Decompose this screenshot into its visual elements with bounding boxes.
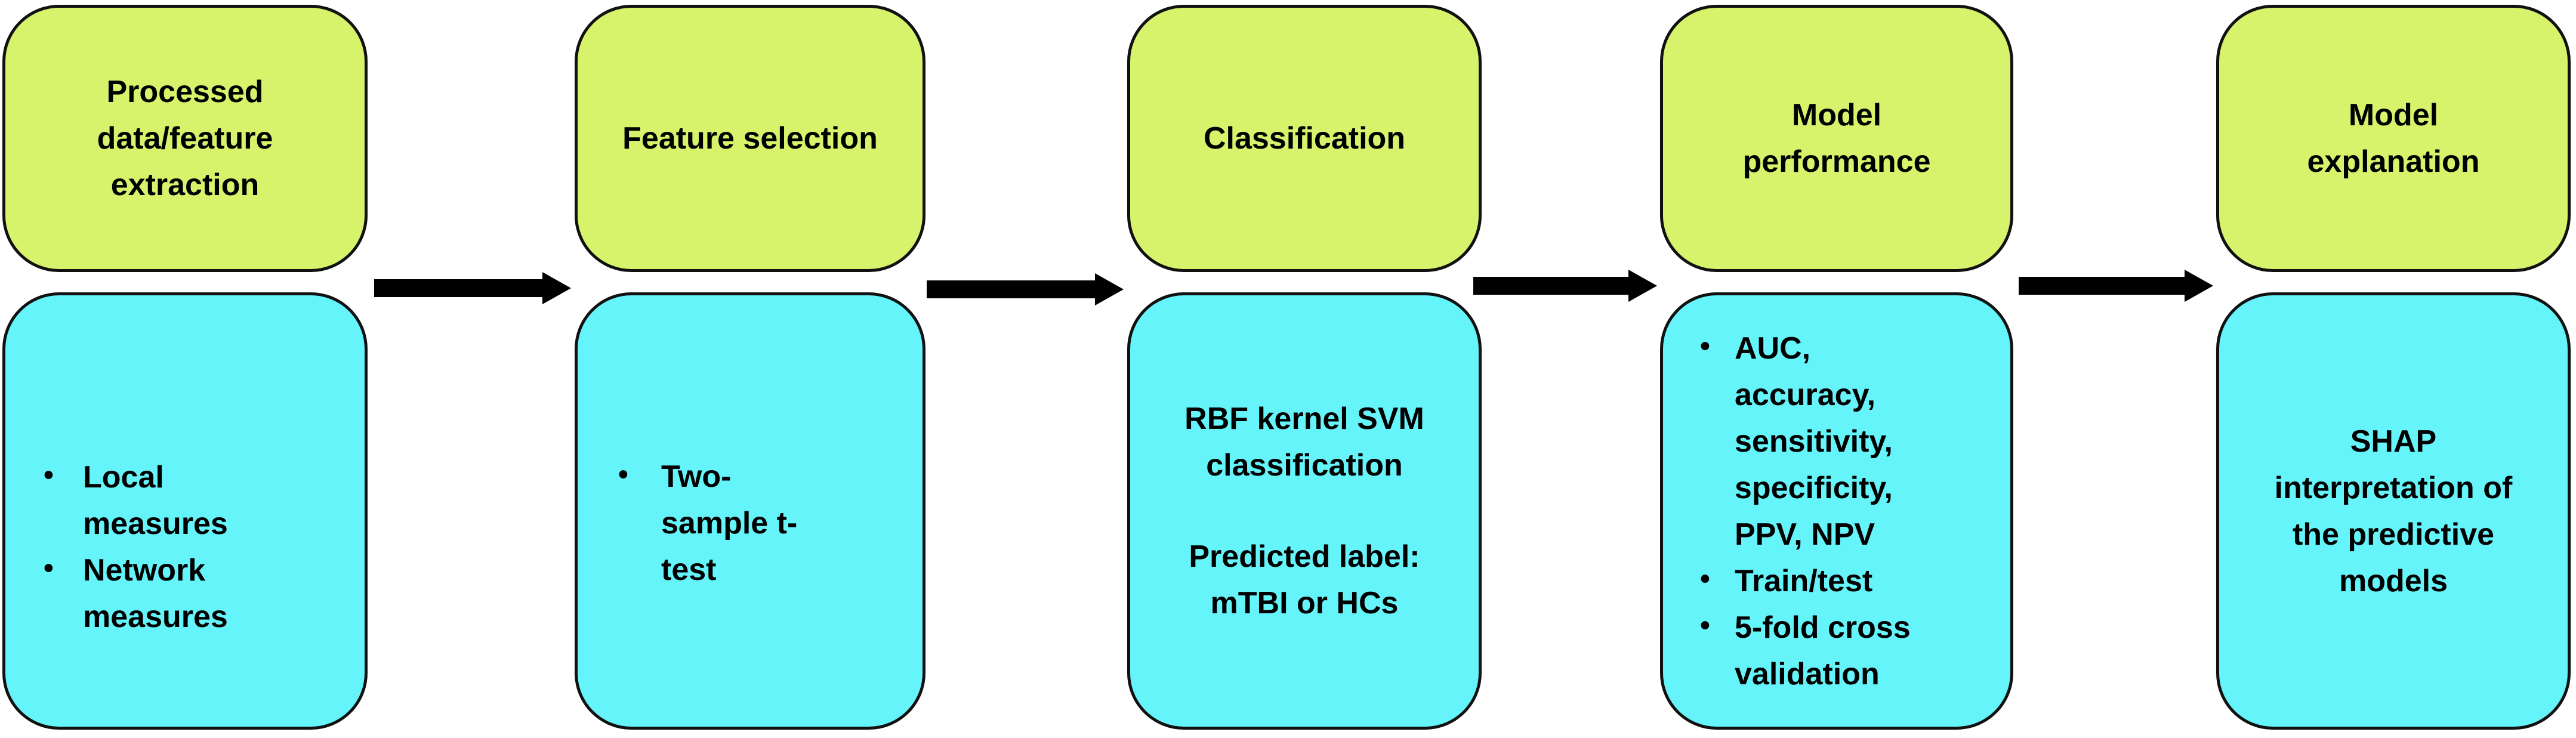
stage-2-body: Two-sample t-test xyxy=(575,292,925,730)
stage-1-body: Local measures Network measures xyxy=(2,292,368,730)
stage-2-bullet-1: Two-sample t-test xyxy=(578,453,828,593)
arrow-2-right-icon xyxy=(927,273,1124,305)
stage-4-list: AUC, accuracy, sensitivity, specificity,… xyxy=(1663,325,2010,697)
arrow-4-right-icon xyxy=(2019,270,2213,302)
stage-1-bullet-1: Local measures xyxy=(5,454,238,547)
stage-1-title: Processed data/feature extraction xyxy=(97,75,273,202)
stage-3-text-1: RBF kernel SVM classification xyxy=(1184,402,1424,483)
stage-3-body: RBF kernel SVM classification Predicted … xyxy=(1127,292,1482,730)
stage-2-header: Feature selection xyxy=(575,5,925,272)
stage-5-body: SHAP interpretation of the predictive mo… xyxy=(2216,292,2571,730)
stage-4-bullet-3: 5-fold cross validation xyxy=(1663,604,1914,697)
stage-4-bullet-2: Train/test xyxy=(1663,558,1932,604)
stage-3-header: Classification xyxy=(1127,5,1482,272)
stage-3-title: Classification xyxy=(1203,121,1406,156)
stage-4-body: AUC, accuracy, sensitivity, specificity,… xyxy=(1660,292,2013,730)
stage-5-title: Model explanation xyxy=(2307,98,2480,179)
stage-5-header: Model explanation xyxy=(2216,5,2571,272)
stage-1-bullet-2: Network measures xyxy=(5,547,262,640)
stage-4-title: Model performance xyxy=(1742,98,1931,179)
stage-2-title: Feature selection xyxy=(622,121,878,156)
arrow-1-right-icon xyxy=(374,272,571,304)
stage-1-header: Processed data/feature extraction xyxy=(2,5,368,272)
stage-2-list: Two-sample t-test xyxy=(578,430,923,593)
stage-3-text-2: Predicted label: mTBI or HCs xyxy=(1189,539,1420,620)
arrow-3-right-icon xyxy=(1473,270,1657,302)
stage-4-bullet-1: AUC, accuracy, sensitivity, specificity,… xyxy=(1663,325,1932,558)
stage-4-header: Model performance xyxy=(1660,5,2013,272)
stage-5-text-1: SHAP interpretation of the predictive mo… xyxy=(2274,424,2513,598)
stage-1-list: Local measures Network measures xyxy=(5,382,365,640)
